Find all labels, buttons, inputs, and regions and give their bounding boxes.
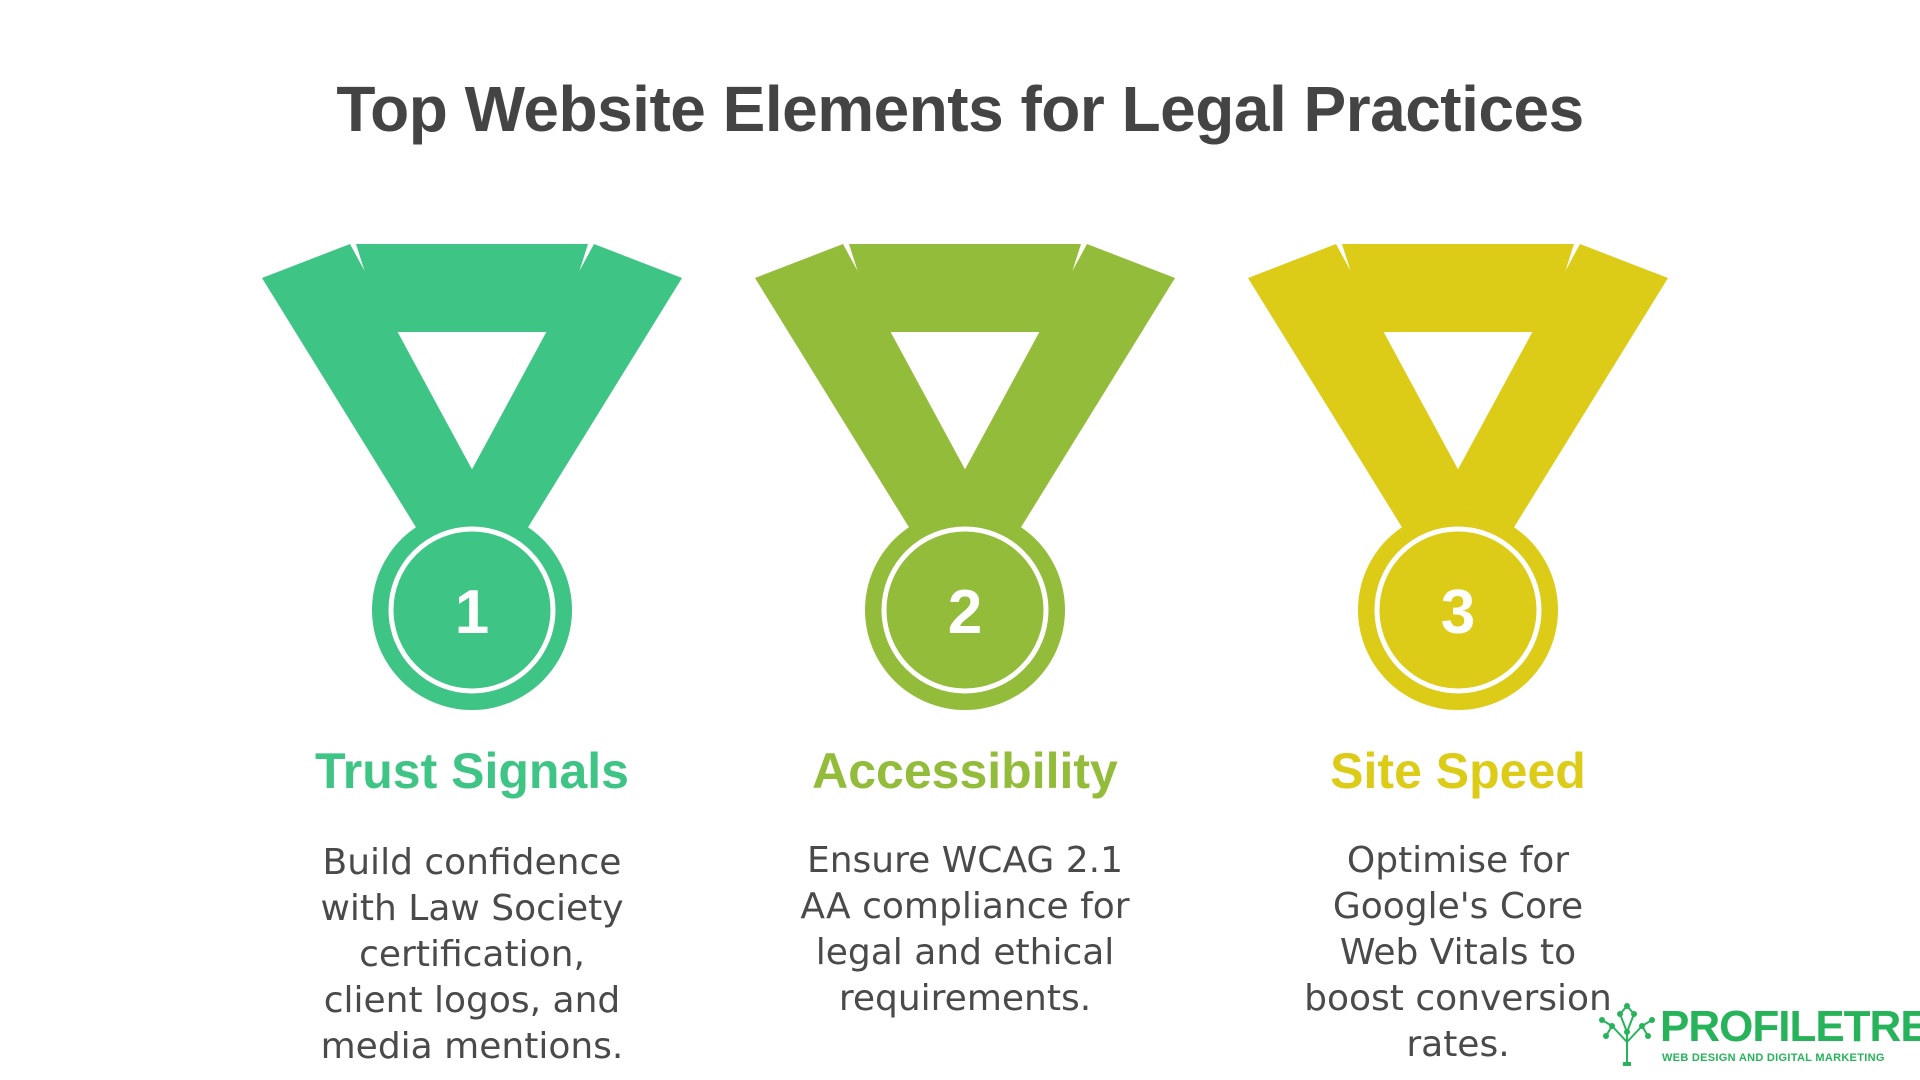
- item-heading-3: Site Speed: [1330, 743, 1586, 799]
- medal-inner-ring: [1374, 526, 1542, 694]
- item-heading-1: Trust Signals: [315, 743, 629, 799]
- medal-1: 1: [262, 240, 682, 710]
- ribbon-top: [1342, 244, 1574, 332]
- medal-1-graphic: 1: [262, 244, 682, 710]
- medal-2-graphic: 2: [755, 244, 1175, 710]
- item-description-1: Build confidence with Law Society certif…: [262, 840, 682, 1070]
- ribbon-top: [356, 244, 588, 332]
- medal-2: 2: [755, 240, 1175, 710]
- item-description-2-text: Ensure WCAG 2.1 AA compliance for legal …: [800, 840, 1130, 1019]
- item-description-1-text: Build confidence with Law Society certif…: [320, 842, 624, 1067]
- ribbon-right: [450, 244, 682, 550]
- medal-number-3: 3: [1441, 578, 1475, 647]
- medal-inner-ring: [881, 526, 1049, 694]
- logo-tagline: WEB DESIGN AND DIGITAL MARKETING: [1662, 1052, 1885, 1064]
- logo-wordmark: PROFILETREE: [1660, 1002, 1920, 1051]
- medal-outer-circle: [865, 510, 1065, 710]
- item-heading-2: Accessibility: [812, 743, 1118, 799]
- ribbon-left: [755, 244, 987, 550]
- ribbon-right: [943, 244, 1175, 550]
- medal-outer-circle: [372, 510, 572, 710]
- medal-3-graphic: 3: [1248, 244, 1668, 710]
- item-description-3: Optimise for Google's Core Web Vitals to…: [1248, 838, 1668, 1068]
- ribbon-left: [262, 244, 494, 550]
- medal-number-2: 2: [948, 578, 982, 647]
- ribbon-left: [1248, 244, 1480, 550]
- page-title: Top Website Elements for Legal Practices: [336, 73, 1584, 145]
- medal-outer-circle: [1358, 510, 1558, 710]
- ribbon-right: [1436, 244, 1668, 550]
- profiletree-logo: PROFILETREE WEB DESIGN AND DIGITAL MARKE…: [1596, 1002, 1920, 1070]
- item-description-3-text: Optimise for Google's Core Web Vitals to…: [1304, 840, 1612, 1065]
- medal-number-1: 1: [455, 578, 489, 647]
- medal-3: 3: [1248, 240, 1668, 710]
- medal-inner-ring: [388, 526, 556, 694]
- item-description-2: Ensure WCAG 2.1 AA compliance for legal …: [755, 838, 1175, 1022]
- tree-icon: [1599, 1003, 1655, 1066]
- ribbon-top: [849, 244, 1081, 332]
